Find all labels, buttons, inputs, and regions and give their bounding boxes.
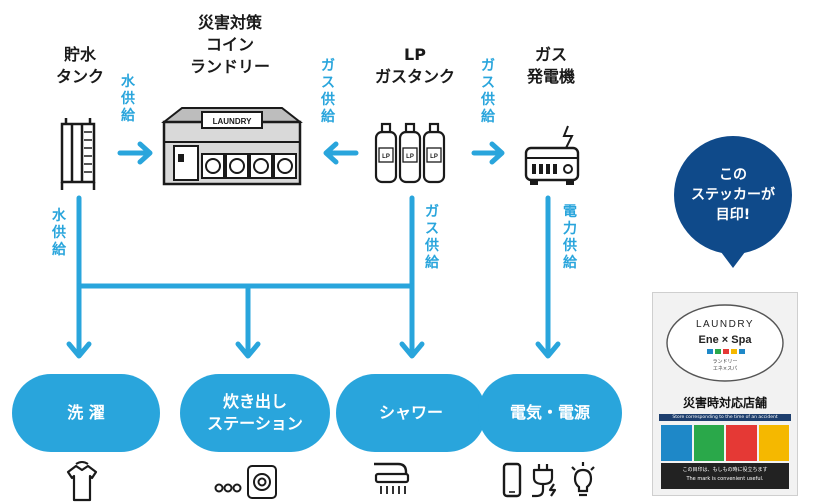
generator-label: ガス 発電機 [526,45,575,86]
light-bulb-icon [571,462,595,497]
sticker-note-jp: この目印は、もしもの時に役立ちます [682,467,768,473]
sticker-brand-sub: Ene × Spa [699,334,753,346]
water-tank-icon [60,118,96,190]
lp-gas-cylinder-icon: LP LP LP [374,122,446,184]
cooking-pot-icon [214,465,277,499]
tshirt-icon [66,461,98,502]
sticker-title: 災害時対応店舗 [682,396,767,410]
sticker-color-panels [661,425,789,461]
output-cooking-station: 炊き出し ステーション [180,374,330,452]
shower-icon [374,462,410,494]
sticker-note-en: The mark is convenient useful. [686,476,764,482]
flow-label-tank-down: 水供給 [52,208,66,258]
lp-cylinder-tag: LP [382,154,390,160]
flow-label-power-down: 電力供給 [563,204,577,271]
smartphone-icon [502,462,522,498]
sticker-jp-small: ランドリー エネ×スパ [712,359,738,372]
flow-label-gas-laundry: ガス供給 [321,58,335,125]
sticker-panel-gas [726,425,757,461]
tank-label: 貯水 タンク [55,45,104,86]
laundry-label: 災害対策 コイン ランドリー [189,13,270,76]
sticker-footer: この目印は、もしもの時に役立ちます The mark is convenient… [661,463,789,489]
lp-tank-label: LP ガスタンク [374,45,455,86]
laundry-building-icon: LAUNDRY [161,107,303,186]
flow-label-lp-down: ガス供給 [425,204,439,271]
lp-cylinder-tag: LP [430,154,438,160]
plug-icon [532,464,557,498]
sticker-panel-water [661,425,692,461]
output-electricity: 電気・電源 [478,374,622,452]
sticker-callout: この ステッカーが 目印! [674,136,792,254]
laundry-sign: LAUNDRY [213,117,252,126]
sticker-panel-laundry [693,425,724,461]
callout-tail [718,248,748,268]
output-shower: シャワー [336,374,486,452]
sticker-panel-power [758,425,789,461]
sticker-subtitle: Store corresponding to the time of an ac… [659,414,791,421]
sticker-logo: LAUNDRY Ene × Spa [666,304,784,382]
flow-label-water-laundry: 水供給 [121,74,135,124]
gas-generator-icon [524,125,580,185]
sticker-brand: LAUNDRY [696,319,754,330]
flow-label-gas-generator: ガス供給 [481,58,495,125]
lp-cylinder-tag: LP [406,154,414,160]
disaster-store-sticker: LAUNDRY Ene × Spa ランドリー エネ×スパ 災害時対応店舗 St… [652,292,798,496]
output-laundry: 洗 濯 [12,374,160,452]
